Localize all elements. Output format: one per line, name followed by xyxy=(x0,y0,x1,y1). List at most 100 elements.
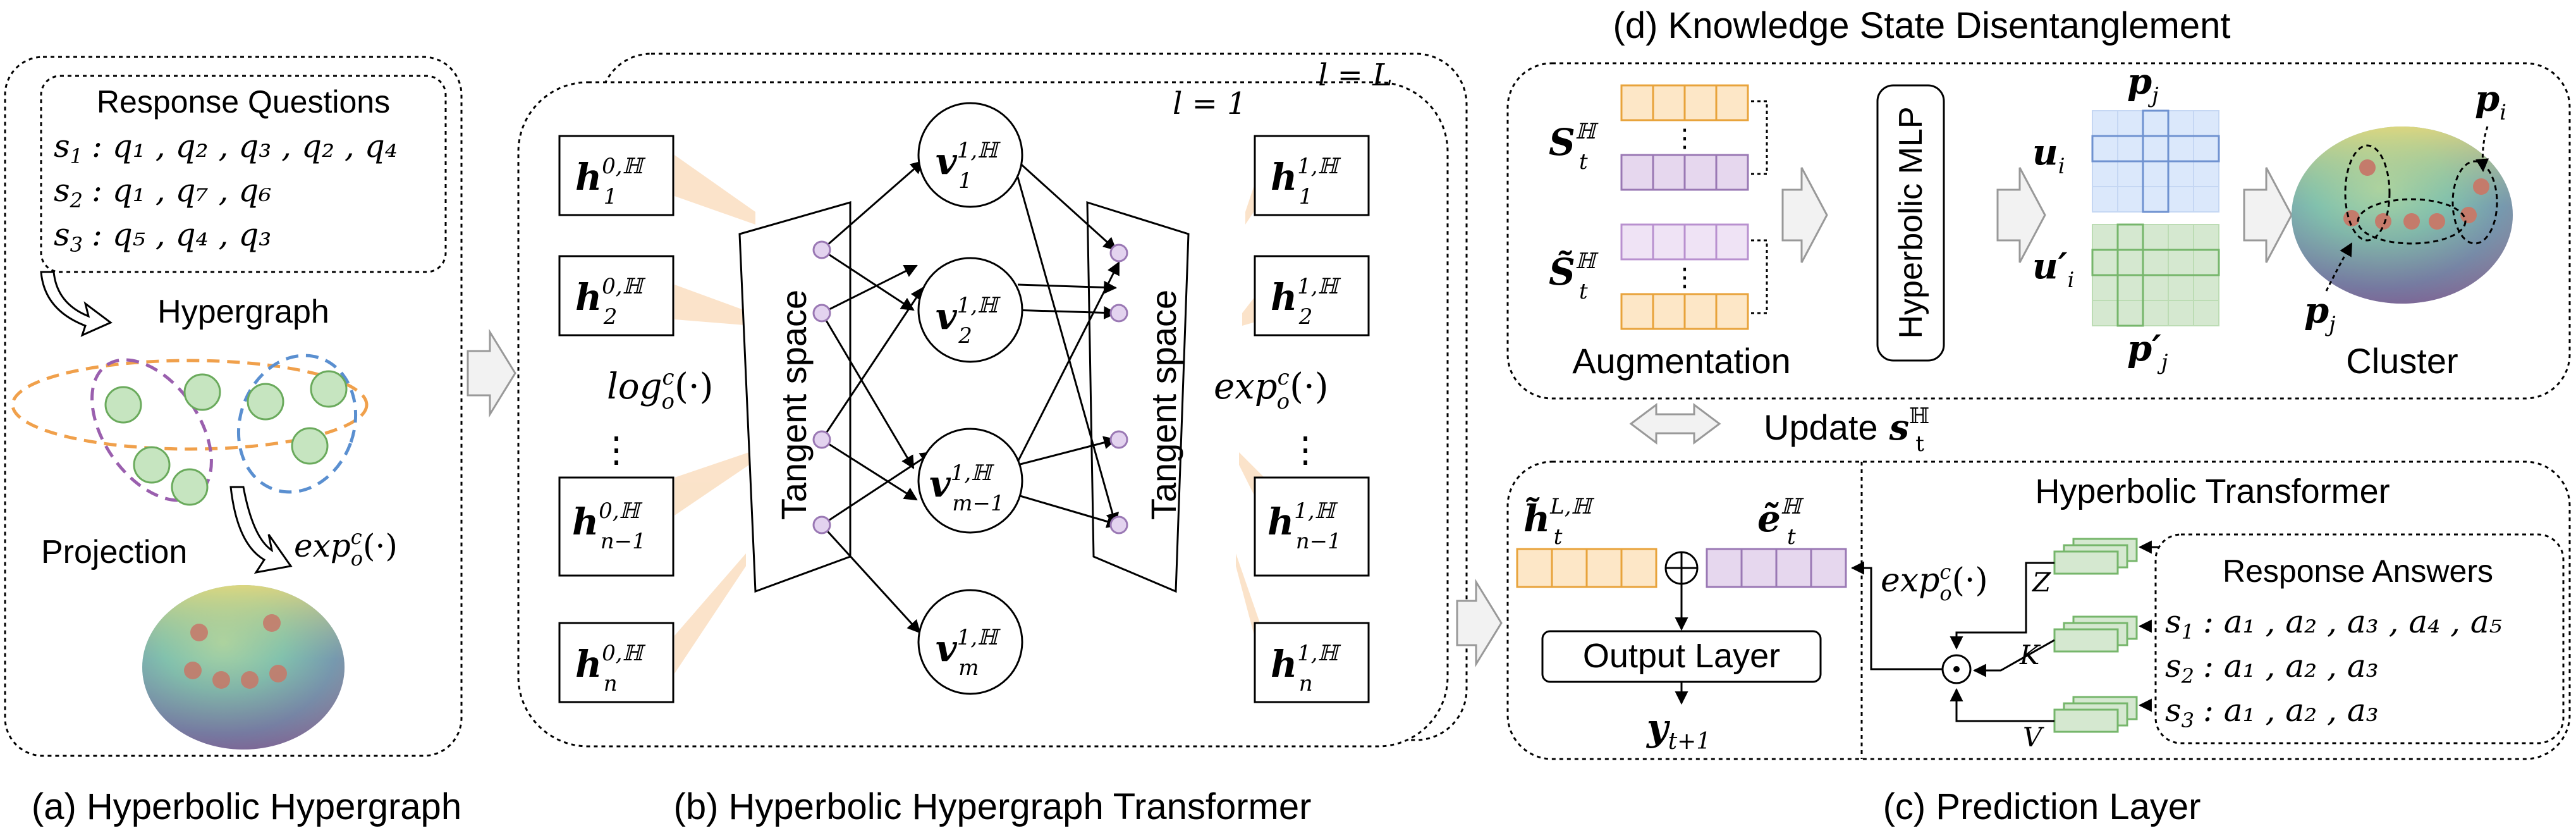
hyperbolic-ball xyxy=(142,585,345,750)
ellipsis: ⋮ xyxy=(1672,263,1697,292)
question-sequences: s1: q₁ , q₂ , q₃ , q₂ , q₄ s2: q₁ , q₇ ,… xyxy=(54,128,398,257)
tangent-points xyxy=(812,240,1128,534)
z-label: Z xyxy=(2031,567,2051,598)
k-label: K xyxy=(2019,639,2041,670)
embedding-point xyxy=(212,671,230,689)
answer-1: s1: a₁ , a₂ , a₃ , a₄ , a₅ xyxy=(2165,603,2502,644)
y-label: yt+1 xyxy=(1645,706,1711,755)
hypergraph-node xyxy=(291,427,329,465)
u-i-prime-label: u′i xyxy=(2032,245,2074,293)
panel-a: Response Questions s1: q₁ , q₂ , q₃ , q₂… xyxy=(4,56,463,827)
cluster-outline xyxy=(2451,160,2498,245)
caption-c: (c) Prediction Layer xyxy=(1883,786,2201,827)
projection-label: Projection xyxy=(41,534,187,571)
edge-bands xyxy=(675,155,1264,674)
hyperedge-orange xyxy=(11,359,369,451)
caption-b: (b) Hyperbolic Hypergraph Transformer xyxy=(674,786,1312,827)
cluster-outline xyxy=(2357,198,2467,245)
panel-a-frame xyxy=(4,56,463,757)
h-box xyxy=(1254,135,1370,216)
v-nodes xyxy=(917,102,1023,695)
answer-3: s3: a₁ , a₂ , a₃ xyxy=(2165,692,2379,732)
ball-shading xyxy=(142,585,345,750)
hypergraph-node xyxy=(104,386,142,424)
double-arrow-icon xyxy=(1629,403,1721,445)
caption-d: (d) Knowledge State Disentanglement xyxy=(1613,5,2231,46)
augmentation-label: Augmentation xyxy=(1572,341,1791,381)
h-box xyxy=(558,476,675,577)
h-box xyxy=(1254,255,1370,336)
h-box xyxy=(558,255,675,336)
curved-arrow-icon xyxy=(229,486,293,574)
hypergraph-node xyxy=(310,370,348,408)
flow-arrow-icon xyxy=(1996,167,2046,263)
hypergraph-nodes xyxy=(104,370,348,506)
response-answers-title: Response Answers xyxy=(2223,553,2493,589)
hyperedge-blue xyxy=(236,354,358,494)
u-i-label: ui xyxy=(2032,132,2065,179)
hypergraph-node xyxy=(247,383,284,421)
v-node xyxy=(917,102,1023,208)
v-node xyxy=(917,257,1023,363)
panel-c-frame xyxy=(1506,460,2571,760)
hypergraph xyxy=(11,354,369,506)
embedding-point xyxy=(190,624,208,641)
output-layer-label: Output Layer xyxy=(1583,637,1780,675)
h-box xyxy=(1254,622,1370,703)
u-i-prime-grid xyxy=(2091,223,2220,327)
p-i-label: pi xyxy=(2475,78,2506,125)
flow-arrow-icon xyxy=(467,328,516,418)
cluster-outline xyxy=(2344,144,2391,242)
hypergraph-node xyxy=(133,446,171,484)
answer-2: s2: a₁ , a₂ , a₃ xyxy=(2165,648,2379,688)
prediction-vectors xyxy=(1516,548,1847,588)
hypergraph-node xyxy=(171,468,209,506)
ellipsis: ⋮ xyxy=(1672,124,1697,153)
response-questions-box xyxy=(40,75,447,273)
answer-sequences: s1: a₁ , a₂ , a₃ , a₄ , a₅ s2: a₁ , a₂ ,… xyxy=(2165,603,2502,732)
hyperbolic-mlp-label: Hyperbolic MLP xyxy=(1893,106,1929,338)
attention-arrows xyxy=(821,160,1121,634)
embedding-point xyxy=(263,614,281,632)
hypergraph-label: Hypergraph xyxy=(157,293,329,330)
p-j-label: pj xyxy=(2127,61,2159,108)
flow-arrow-icon xyxy=(1781,167,1828,263)
v-node xyxy=(917,589,1023,695)
sequence-2: s2: q₁ , q₇ , q₆ xyxy=(54,172,271,213)
embedding-point xyxy=(184,662,202,679)
hyperbolic-mlp-box xyxy=(1876,84,1945,362)
response-questions-title: Response Questions xyxy=(97,84,390,120)
panel-d-frame xyxy=(1506,62,2571,400)
embedding-point xyxy=(241,671,259,689)
v-label-c: V xyxy=(2023,722,2044,753)
sequence-3: s3: q₅ , q₄ , q₃ xyxy=(54,216,271,257)
u-i-grid xyxy=(2091,109,2220,213)
tangent-label-right: Tangent space xyxy=(1144,290,1183,520)
h-box xyxy=(558,622,675,703)
ball-shading xyxy=(2292,126,2513,304)
curved-arrow-icon xyxy=(40,271,113,337)
p-j-prime-label: p′j xyxy=(2127,328,2168,375)
layer-L-label: l = L xyxy=(1318,58,1393,93)
cluster-label: Cluster xyxy=(2346,341,2458,381)
